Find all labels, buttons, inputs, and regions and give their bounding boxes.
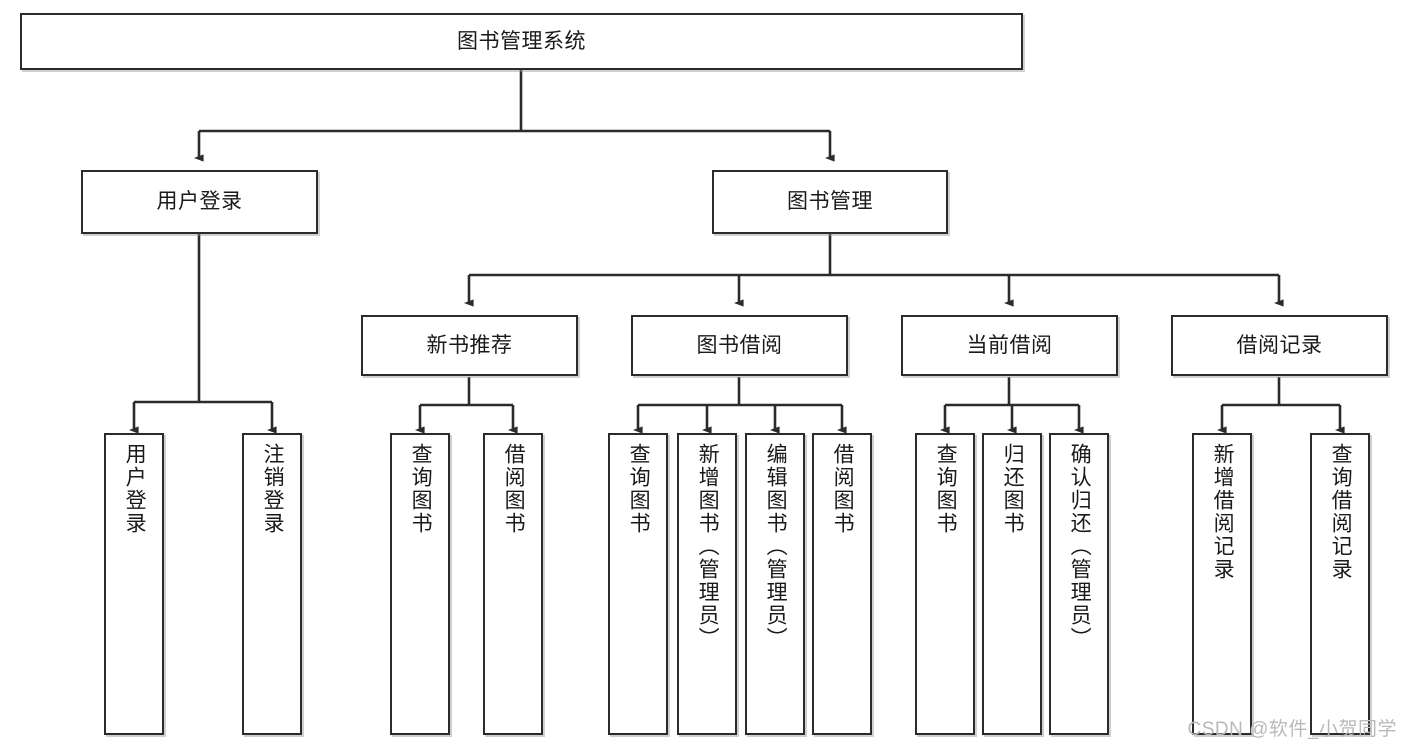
node-current-borrow-label: 当前借阅	[966, 333, 1053, 357]
node-leaf-confirm-return-label: 确认归还（管理员）	[1068, 443, 1092, 650]
node-leaf-add-borrow-record[interactable]: 新增借阅记录	[1192, 433, 1252, 735]
node-borrow-record[interactable]: 借阅记录	[1171, 315, 1388, 376]
node-current-borrow[interactable]: 当前借阅	[901, 315, 1118, 376]
node-new-book-recommend[interactable]: 新书推荐	[361, 315, 578, 376]
node-leaf-query-book-1[interactable]: 查询图书	[390, 433, 450, 735]
node-leaf-query-book-2[interactable]: 查询图书	[608, 433, 668, 735]
node-leaf-query-book-3-label: 查询图书	[934, 443, 958, 535]
node-root-label: 图书管理系统	[457, 29, 586, 53]
node-leaf-query-book-1-label: 查询图书	[409, 443, 433, 535]
node-leaf-borrow-book-2[interactable]: 借阅图书	[812, 433, 872, 735]
node-leaf-query-book-3[interactable]: 查询图书	[915, 433, 975, 735]
node-leaf-add-borrow-record-label: 新增借阅记录	[1211, 443, 1235, 581]
node-leaf-add-book-label: 新增图书（管理员）	[696, 443, 720, 650]
node-book-borrow-label: 图书借阅	[696, 333, 783, 357]
node-leaf-return-book-label: 归还图书	[1001, 443, 1025, 535]
node-user-login-label: 用户登录	[156, 190, 243, 214]
node-leaf-borrow-book-1-label: 借阅图书	[502, 443, 526, 535]
node-root[interactable]: 图书管理系统	[20, 13, 1023, 70]
node-leaf-query-borrow-record[interactable]: 查询借阅记录	[1310, 433, 1370, 735]
node-leaf-query-borrow-record-label: 查询借阅记录	[1329, 443, 1353, 581]
node-book-manage-label: 图书管理	[787, 190, 873, 214]
node-leaf-logout-login-label: 注销登录	[261, 443, 285, 535]
node-book-borrow[interactable]: 图书借阅	[631, 315, 848, 376]
node-leaf-edit-book-label: 编辑图书（管理员）	[764, 443, 788, 650]
node-leaf-borrow-book-2-label: 借阅图书	[831, 443, 855, 535]
node-leaf-query-book-2-label: 查询图书	[627, 443, 651, 535]
node-new-book-recommend-label: 新书推荐	[426, 333, 513, 357]
node-leaf-user-login-label: 用户登录	[123, 443, 147, 535]
node-leaf-edit-book[interactable]: 编辑图书（管理员）	[745, 433, 805, 735]
node-leaf-return-book[interactable]: 归还图书	[982, 433, 1042, 735]
node-leaf-logout-login[interactable]: 注销登录	[242, 433, 302, 735]
node-user-login[interactable]: 用户登录	[81, 170, 318, 234]
node-book-manage[interactable]: 图书管理	[712, 170, 948, 234]
node-leaf-add-book[interactable]: 新增图书（管理员）	[677, 433, 737, 735]
node-borrow-record-label: 借阅记录	[1236, 333, 1323, 357]
node-leaf-user-login[interactable]: 用户登录	[104, 433, 164, 735]
node-leaf-borrow-book-1[interactable]: 借阅图书	[483, 433, 543, 735]
node-leaf-confirm-return[interactable]: 确认归还（管理员）	[1049, 433, 1109, 735]
